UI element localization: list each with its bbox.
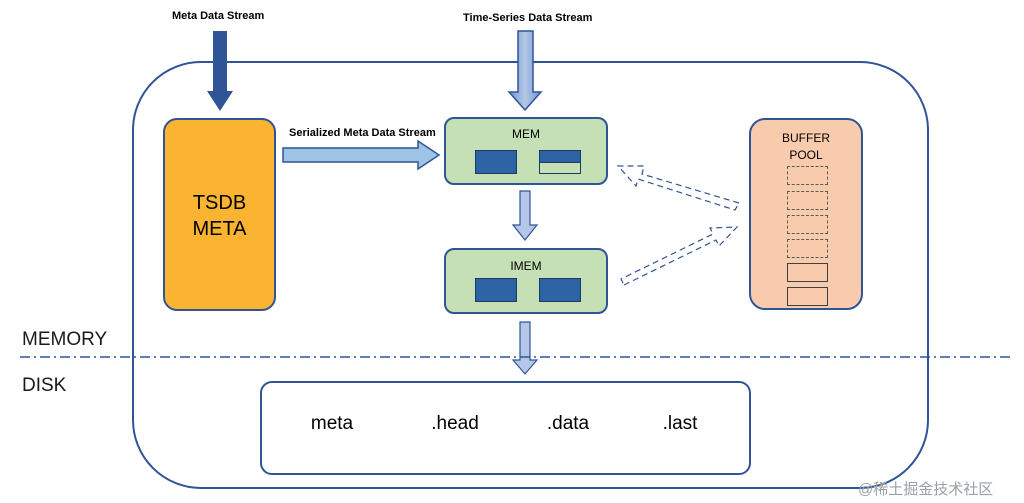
meta-stream-arrow <box>207 31 233 111</box>
serialized-stream-label: Serialized Meta Data Stream <box>289 127 436 139</box>
file-last-label: .last <box>662 413 698 434</box>
mem-block-2-filled <box>540 151 580 163</box>
pool-slot-empty <box>787 239 828 258</box>
pool-slot-empty <box>787 215 828 234</box>
watermark: @稀土掘金技术社区 <box>858 481 994 498</box>
buffer-pool-line2: POOL <box>789 148 823 162</box>
mem-to-imem-arrow <box>511 190 539 241</box>
pool-slot-used <box>787 287 828 306</box>
imem-box: IMEM <box>444 248 608 314</box>
pool-to-mem-arrow <box>616 165 740 211</box>
buffer-pool-box: BUFFER POOL <box>749 118 863 310</box>
pool-slot-used <box>787 263 828 282</box>
mem-block-2 <box>539 150 581 174</box>
timeseries-stream-arrow <box>507 30 543 112</box>
mem-label: MEM <box>512 127 540 141</box>
imem-block-2 <box>539 278 581 302</box>
file-data-label: .data <box>546 413 590 434</box>
file-meta-label: meta <box>310 413 354 434</box>
memory-layer-label: MEMORY <box>22 329 108 350</box>
imem-label: IMEM <box>510 259 542 273</box>
meta-stream-label: Meta Data Stream <box>172 10 265 22</box>
pool-slot-empty <box>787 166 828 185</box>
file-head-label: .head <box>431 413 479 434</box>
imem-block-1 <box>475 278 517 302</box>
mem-box: MEM <box>444 117 608 185</box>
timeseries-stream-label: Time-Series Data Stream <box>463 12 593 24</box>
tsdb-meta-line1: TSDB <box>192 192 247 214</box>
mem-block-1 <box>475 150 517 174</box>
serialized-stream-arrow <box>282 139 441 171</box>
pool-slot-empty <box>787 191 828 210</box>
tsdb-meta-line2: META <box>192 218 247 240</box>
imem-to-pool-arrow <box>620 226 739 286</box>
disk-layer-label: DISK <box>22 375 67 396</box>
tsdb-meta-box: TSDB META <box>163 118 276 311</box>
disk-files-container <box>260 381 751 475</box>
buffer-pool-line1: BUFFER <box>782 131 830 145</box>
imem-to-disk-arrow <box>511 321 539 375</box>
